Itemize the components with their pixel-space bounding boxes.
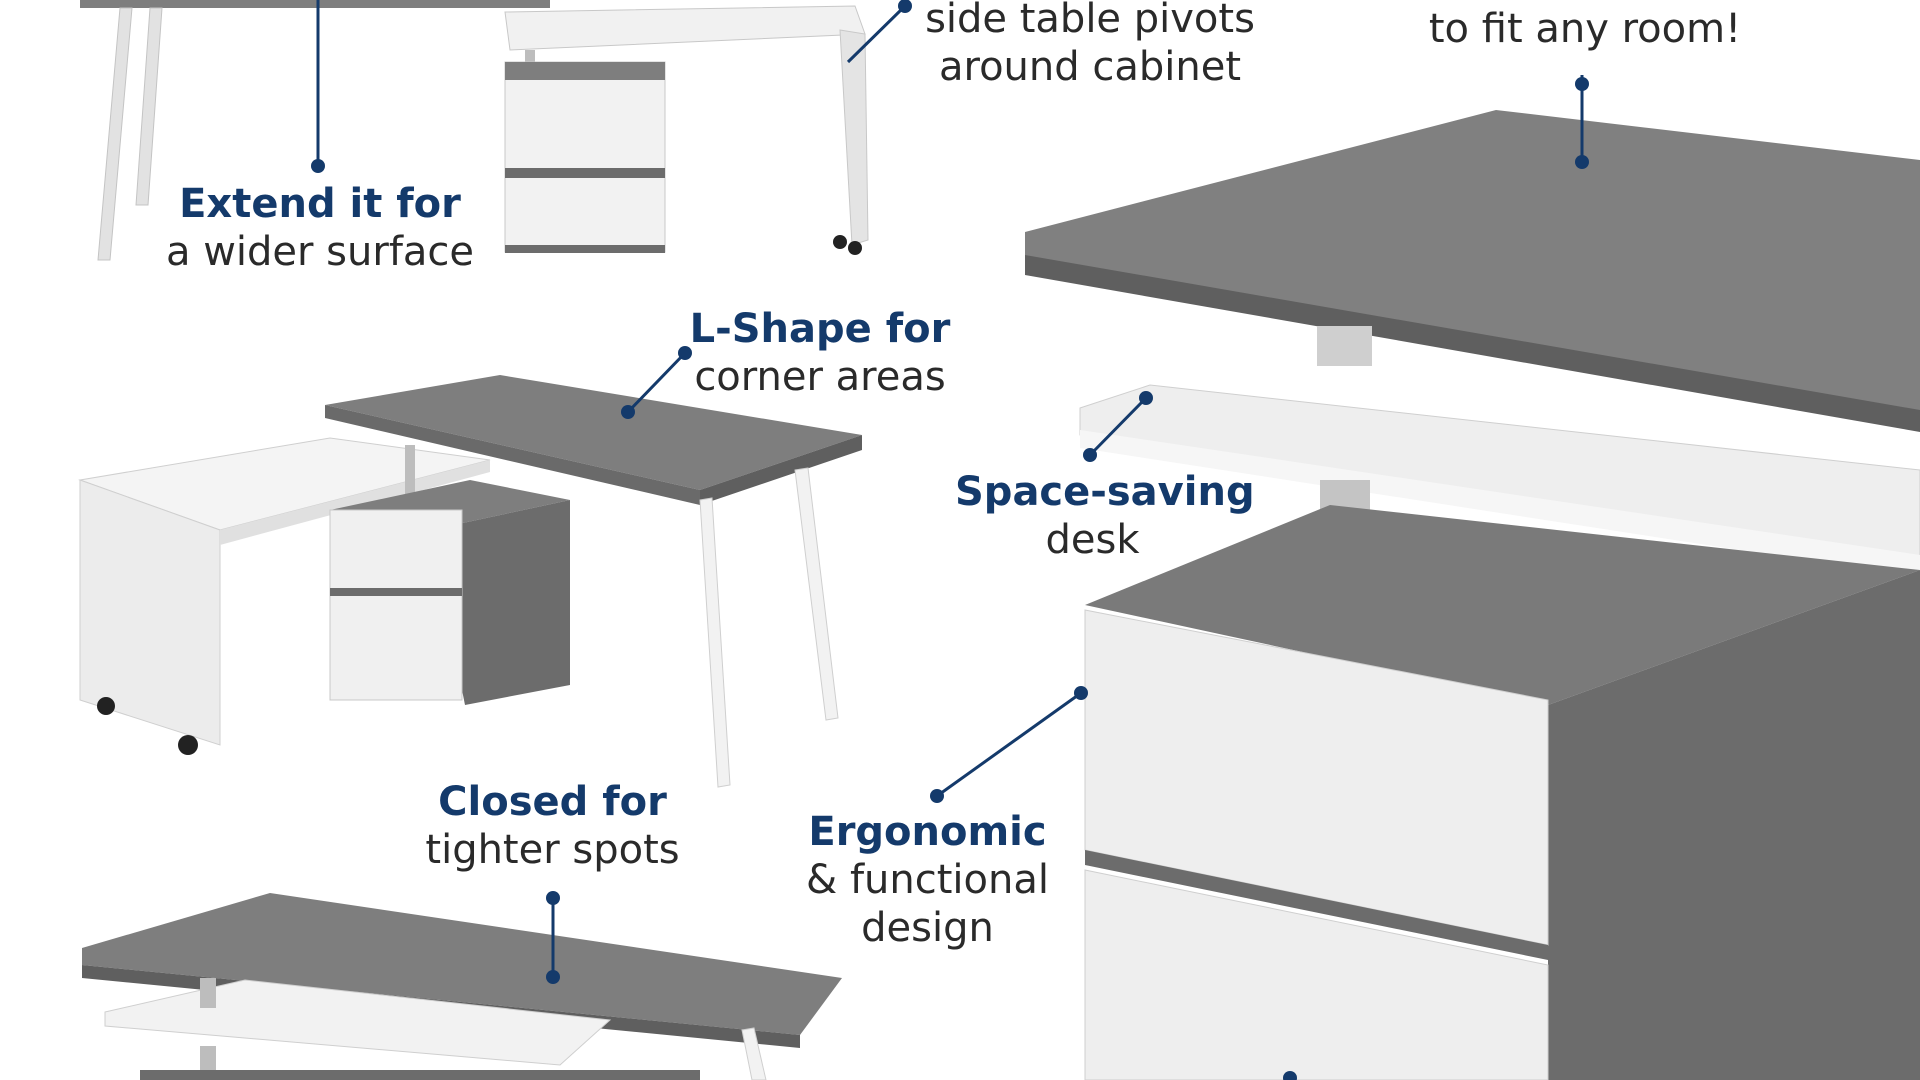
callout-space-text: desk	[1045, 517, 1140, 563]
callout-pivot-text: side table pivots	[925, 0, 1255, 42]
callout-ergonomic: Ergonomic & functional design	[790, 808, 1065, 952]
callout-ergonomic-text-2: design	[861, 905, 994, 951]
callout-closed: Closed for tighter spots	[415, 778, 690, 874]
extended-desk-image	[80, 0, 912, 261]
callout-space-title: Space-saving	[955, 469, 1255, 515]
callout-ergonomic-text: & functional	[806, 857, 1049, 903]
callout-lshape-text: corner areas	[694, 354, 946, 400]
callout-lshape: L-Shape for corner areas	[685, 305, 955, 401]
callout-closed-text: tighter spots	[425, 827, 680, 873]
callout-ergonomic-title: Ergonomic	[808, 809, 1047, 855]
closeup-desk-image	[930, 75, 1920, 1080]
closed-desk-image	[82, 891, 842, 1080]
callout-space: Space-saving desk	[955, 468, 1255, 564]
callout-pivot: side table pivots around cabinet	[905, 0, 1275, 91]
callout-extend-title: Extend it for	[179, 181, 461, 227]
callout-fit-text: to fit any room!	[1428, 6, 1742, 52]
callout-fit: to fit any room!	[1395, 5, 1775, 53]
callout-extend: Extend it for a wider surface	[150, 180, 490, 276]
callout-lshape-title: L-Shape for	[689, 306, 951, 352]
callout-extend-text: a wider surface	[165, 229, 475, 275]
l-shape-desk-image	[78, 346, 862, 788]
callout-closed-title: Closed for	[438, 779, 667, 825]
callout-pivot-text-2: around cabinet	[938, 44, 1241, 90]
